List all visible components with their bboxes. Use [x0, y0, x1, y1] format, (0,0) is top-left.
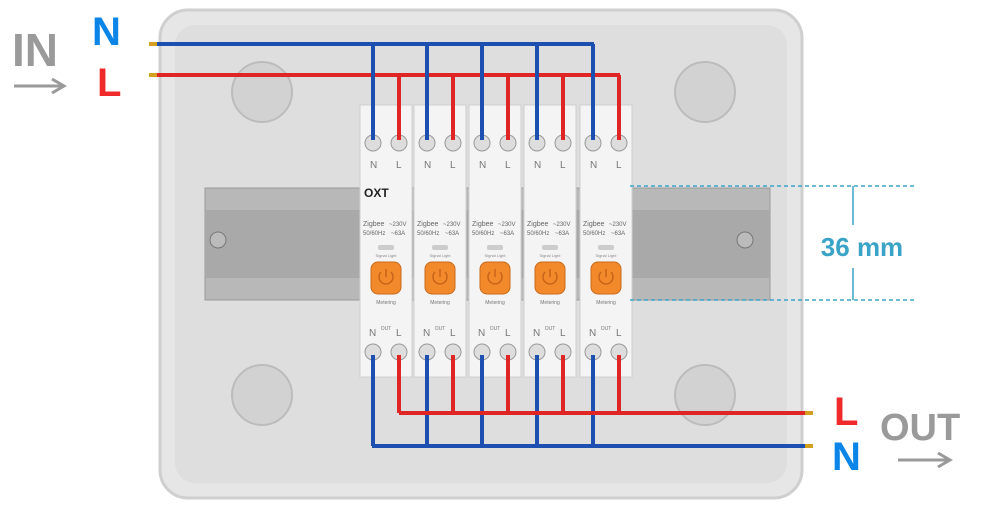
out-terminal-l: L: [450, 328, 456, 339]
module-body: [523, 104, 577, 378]
signal-light-label: Signal Light: [376, 253, 398, 258]
switch-module: N L OXT Zigbee ~230V 50/60Hz ~63A Signal LightM…: [359, 104, 413, 378]
terminal-label-l: L: [616, 160, 622, 171]
dimension-marker: [630, 185, 915, 301]
out-terminal-l: L: [560, 328, 566, 339]
metering-label: Metering: [376, 300, 396, 306]
module-body: [359, 104, 413, 378]
terminal-label-l: L: [450, 160, 456, 171]
voltage-label: ~230V: [443, 222, 461, 228]
out-label: OUT: [545, 326, 556, 332]
out-terminal-n: N: [423, 328, 430, 339]
out-terminal-n: N: [589, 328, 596, 339]
power-icon: [432, 269, 448, 285]
out-label: OUT: [490, 326, 501, 332]
frequency-label: 50/60Hz: [527, 231, 549, 237]
output-live-label: L: [834, 390, 858, 434]
out-label: OUT: [601, 326, 612, 332]
voltage-label: ~230V: [498, 222, 516, 228]
power-button: [424, 261, 456, 295]
metering-label: Metering: [485, 300, 505, 306]
power-button: [534, 261, 566, 295]
protocol-label: Zigbee: [583, 221, 605, 228]
signal-light: [598, 245, 614, 250]
out-label: OUT: [435, 326, 446, 332]
output-label: OUT: [880, 407, 960, 449]
protocol-label: Zigbee: [417, 221, 439, 228]
input-arrow-icon: [14, 77, 67, 95]
terminal-label-n: N: [479, 160, 486, 171]
switch-module: N L Zigbee ~230V 50/60Hz ~63A Signal LightMete…: [579, 104, 633, 378]
out-terminal-l: L: [396, 328, 402, 339]
power-button: [370, 261, 402, 295]
protocol-label: Zigbee: [363, 221, 385, 228]
frequency-label: 50/60Hz: [417, 231, 439, 237]
module-body: [413, 104, 467, 378]
signal-light: [378, 245, 394, 250]
output-neutral-label: N: [832, 435, 861, 479]
signal-light-label: Signal Light: [430, 253, 452, 258]
screw-icon: [209, 231, 227, 249]
signal-light-label: Signal Light: [596, 253, 618, 258]
power-icon: [542, 269, 558, 285]
brand-logo: OXT: [364, 186, 389, 200]
signal-light: [542, 245, 558, 250]
power-icon: [487, 269, 503, 285]
wire-tip: [805, 444, 813, 448]
voltage-label: ~230V: [389, 222, 407, 228]
wire-tip: [805, 411, 813, 415]
signal-light-label: Signal Light: [485, 253, 507, 258]
switch-module: N L Zigbee ~230V 50/60Hz ~63A Signal LightMete…: [413, 104, 467, 378]
current-label: ~63A: [500, 231, 514, 237]
module-body: [579, 104, 633, 378]
out-terminal-l: L: [616, 328, 622, 339]
power-button: [590, 261, 622, 295]
out-terminal-n: N: [369, 328, 376, 339]
signal-light-label: Signal Light: [540, 253, 562, 258]
frequency-label: 50/60Hz: [472, 231, 494, 237]
current-label: ~63A: [555, 231, 569, 237]
power-icon: [378, 269, 394, 285]
output-arrow-icon: [898, 451, 953, 469]
input-label: IN: [12, 24, 58, 76]
power-icon: [598, 269, 614, 285]
out-terminal-n: N: [533, 328, 540, 339]
metering-label: Metering: [540, 300, 560, 306]
signal-light: [432, 245, 448, 250]
metering-label: Metering: [430, 300, 450, 306]
out-label: OUT: [381, 326, 392, 332]
module-body: [468, 104, 522, 378]
voltage-label: ~230V: [609, 222, 627, 228]
input-live-label: L: [97, 61, 121, 105]
terminal-label-l: L: [505, 160, 511, 171]
signal-light: [487, 245, 503, 250]
wire-tip: [149, 73, 157, 77]
current-label: ~63A: [391, 231, 405, 237]
voltage-label: ~230V: [553, 222, 571, 228]
switch-module: N L Zigbee ~230V 50/60Hz ~63A Signal LightMete…: [468, 104, 522, 378]
dimension-label: 36 mm: [821, 232, 903, 262]
terminal-label-l: L: [396, 160, 402, 171]
frequency-label: 50/60Hz: [363, 231, 385, 237]
metering-label: Metering: [596, 300, 616, 306]
wire-tip: [149, 42, 157, 46]
current-label: ~63A: [611, 231, 625, 237]
out-terminal-l: L: [505, 328, 511, 339]
terminal-label-n: N: [590, 160, 597, 171]
protocol-label: Zigbee: [472, 221, 494, 228]
screw-icon: [736, 231, 754, 249]
terminal-label-n: N: [424, 160, 431, 171]
terminal-label-n: N: [534, 160, 541, 171]
protocol-label: Zigbee: [527, 221, 549, 228]
terminal-label-n: N: [370, 160, 377, 171]
frequency-label: 50/60Hz: [583, 231, 605, 237]
power-button: [479, 261, 511, 295]
terminal-label-l: L: [560, 160, 566, 171]
out-terminal-n: N: [478, 328, 485, 339]
input-neutral-label: N: [92, 10, 121, 54]
current-label: ~63A: [445, 231, 459, 237]
switch-module: N L Zigbee ~230V 50/60Hz ~63A Signal LightMete…: [523, 104, 577, 378]
